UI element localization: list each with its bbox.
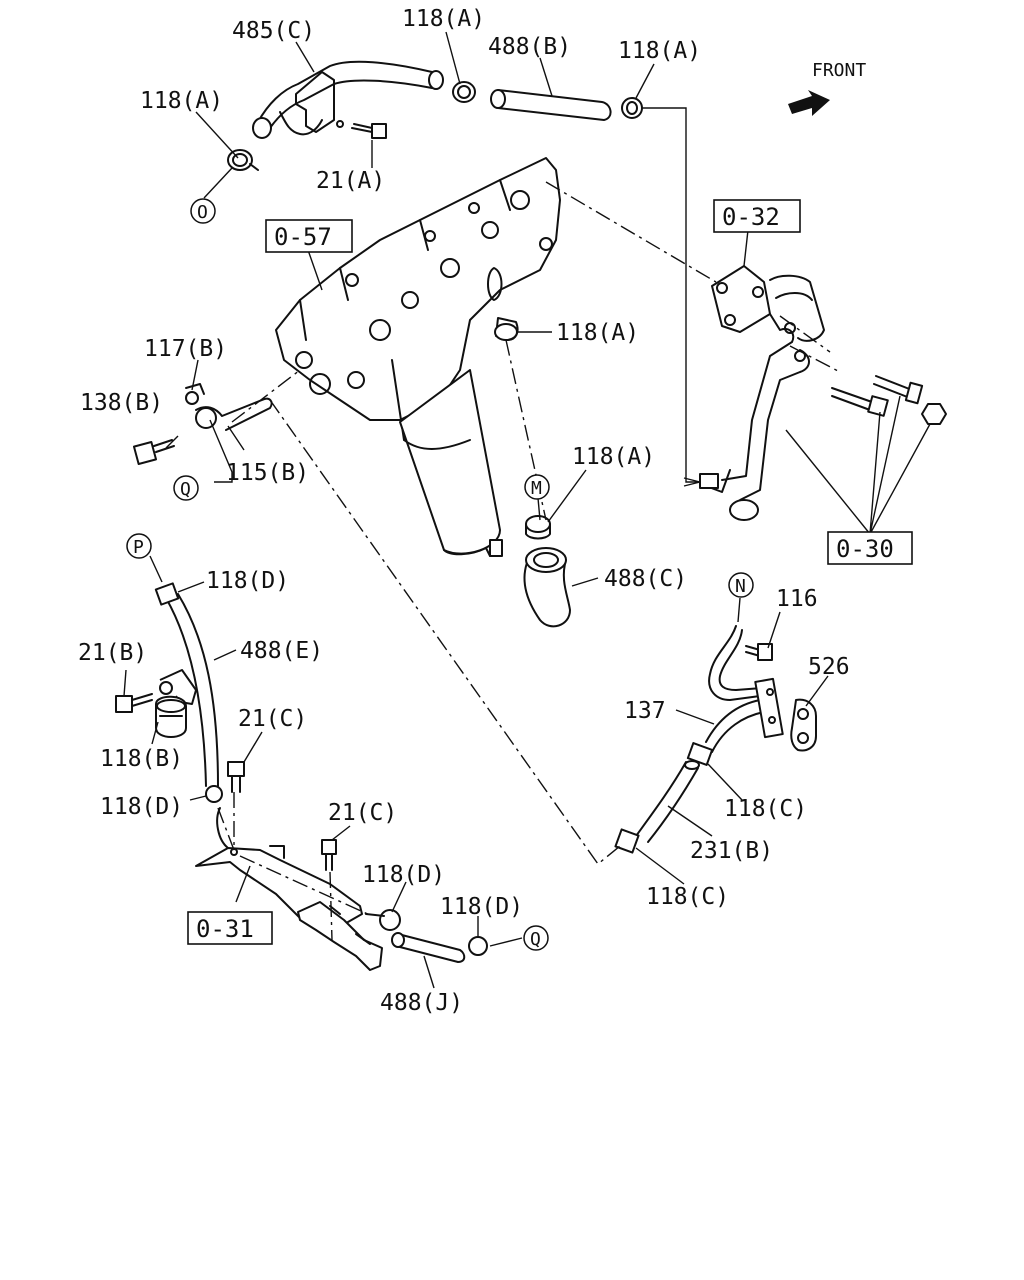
clamp-118a-left bbox=[227, 149, 259, 171]
connector-p: P bbox=[126, 533, 152, 559]
outlet-pipe-assembly bbox=[699, 265, 825, 521]
clamp-118a-lower bbox=[525, 515, 551, 540]
front-arrow-icon bbox=[788, 90, 830, 116]
label-488e: 488(E) bbox=[240, 638, 323, 664]
bolt-21c-upper bbox=[227, 761, 245, 793]
ref-box-0-32[interactable]: 0-32 bbox=[713, 199, 801, 233]
clamp-118a-mid bbox=[494, 323, 518, 341]
bracket-118b bbox=[155, 669, 197, 738]
svg-text:N: N bbox=[735, 576, 746, 597]
label-118a-3: 118(A) bbox=[140, 88, 223, 114]
svg-text:P: P bbox=[133, 537, 144, 558]
pipe-137 bbox=[705, 625, 817, 753]
label-116: 116 bbox=[776, 586, 818, 612]
label-118d-1: 118(D) bbox=[206, 568, 289, 594]
label-21c-2: 21(C) bbox=[328, 800, 397, 826]
clamp-118d-bottom-left bbox=[365, 909, 401, 931]
svg-text:Q: Q bbox=[180, 479, 191, 500]
label-118a-4: 118(A) bbox=[556, 320, 639, 346]
label-118d-3: 118(D) bbox=[362, 862, 445, 888]
label-118c-1: 118(C) bbox=[724, 796, 807, 822]
label-21c-1: 21(C) bbox=[238, 706, 307, 732]
svg-text:M: M bbox=[531, 478, 542, 499]
connector-m: M bbox=[524, 474, 550, 500]
hose-488e bbox=[154, 582, 219, 787]
svg-text:O: O bbox=[197, 202, 208, 223]
clamp-118a-top bbox=[452, 81, 476, 103]
svg-text:Q: Q bbox=[530, 929, 541, 950]
label-21b: 21(B) bbox=[78, 640, 147, 666]
label-118b: 118(B) bbox=[100, 746, 183, 772]
connector-n: N bbox=[728, 572, 754, 598]
label-231b: 231(B) bbox=[690, 838, 773, 864]
label-488j: 488(J) bbox=[380, 990, 463, 1016]
front-direction-indicator: FRONT bbox=[788, 60, 866, 116]
hose-485c bbox=[252, 60, 444, 139]
bolt-138b bbox=[132, 439, 175, 466]
label-21a: 21(A) bbox=[316, 168, 385, 194]
label-115b: 115(B) bbox=[226, 460, 309, 486]
clamp-118c-lower bbox=[614, 828, 640, 854]
label-488b: 488(B) bbox=[488, 34, 571, 60]
ref-label-0-31: 0-31 bbox=[196, 915, 254, 943]
hose-488b bbox=[490, 89, 612, 121]
label-117b: 117(B) bbox=[144, 336, 227, 362]
label-118c-2: 118(C) bbox=[646, 884, 729, 910]
filter-housing-assembly bbox=[275, 157, 561, 557]
bolt-21b bbox=[115, 693, 153, 713]
ref-box-0-57[interactable]: 0-57 bbox=[265, 219, 353, 253]
bolt-21a bbox=[336, 120, 387, 139]
ref-label-0-32: 0-32 bbox=[722, 203, 780, 231]
bracket-0-31 bbox=[195, 807, 383, 971]
connector-q-lower: Q bbox=[523, 925, 549, 951]
ref-box-0-30[interactable]: 0-30 bbox=[827, 531, 913, 565]
leader-lines bbox=[123, 31, 931, 989]
ref-label-0-57: 0-57 bbox=[274, 223, 332, 251]
clamp-118d-left bbox=[205, 785, 223, 803]
clamp-118a-right bbox=[621, 97, 643, 119]
label-137: 137 bbox=[624, 698, 666, 724]
hose-488j bbox=[391, 932, 466, 963]
ref-label-0-30: 0-30 bbox=[836, 535, 894, 563]
hose-488c bbox=[523, 547, 571, 628]
connector-o: O bbox=[190, 198, 216, 224]
label-118a-2: 118(A) bbox=[618, 38, 701, 64]
clamp-118d-bottom-right bbox=[468, 936, 488, 956]
front-label: FRONT bbox=[812, 60, 866, 81]
label-118a-1: 118(A) bbox=[402, 6, 485, 32]
clip-117b bbox=[185, 383, 205, 405]
hose-231b bbox=[635, 760, 700, 843]
label-138b: 138(B) bbox=[80, 390, 163, 416]
ref-box-0-31[interactable]: 0-31 bbox=[187, 911, 273, 945]
label-526: 526 bbox=[808, 654, 850, 680]
label-488c: 488(C) bbox=[604, 566, 687, 592]
part-labels: 485(C) 118(A) 488(B) 118(A) 118(A) 21(A)… bbox=[78, 6, 850, 1016]
label-118a-5: 118(A) bbox=[572, 444, 655, 470]
studs-0-30 bbox=[831, 375, 947, 425]
hose-115b bbox=[195, 397, 273, 431]
label-485c: 485(C) bbox=[232, 18, 315, 44]
connector-q-upper: Q bbox=[173, 475, 199, 501]
label-118d-2: 118(D) bbox=[100, 794, 183, 820]
label-118d-4: 118(D) bbox=[440, 894, 523, 920]
bolt-21c-lower bbox=[321, 839, 337, 871]
